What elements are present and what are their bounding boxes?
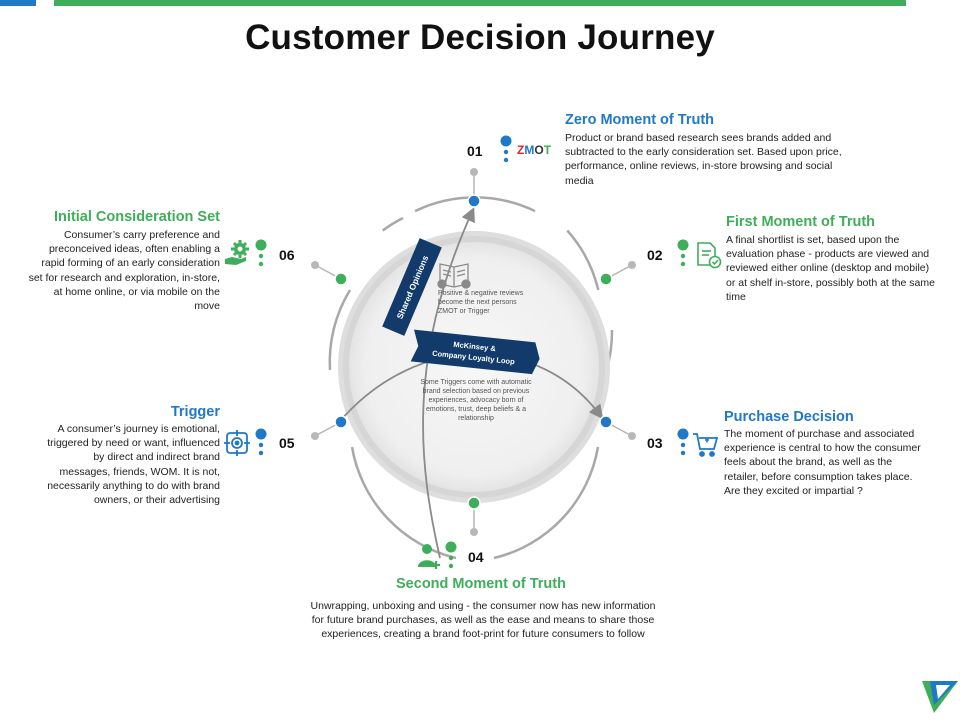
node-01 bbox=[467, 194, 481, 208]
stage-01-number: 01 bbox=[467, 143, 483, 159]
info-marker-icon bbox=[677, 428, 689, 463]
ring-arc-5 bbox=[350, 446, 457, 560]
loyalty-loop-ribbon: McKinsey & Company Loyalty Loop bbox=[410, 329, 540, 375]
stage-02-number: 02 bbox=[647, 247, 663, 263]
stage-01-title: Zero Moment of Truth bbox=[565, 112, 715, 128]
stage-01-desc: Product or brand based research sees bra… bbox=[565, 132, 842, 187]
info-marker-icon bbox=[500, 135, 512, 170]
user-add-icon bbox=[417, 543, 445, 576]
stage-05-title: Trigger bbox=[170, 404, 220, 420]
page-title: Customer Decision Journey bbox=[245, 18, 715, 57]
loop-arrow-up bbox=[422, 207, 475, 559]
triggers-note: Some Triggers come with automatic brand … bbox=[420, 379, 532, 422]
info-marker-icon bbox=[255, 428, 267, 463]
top-accent-bar-blue bbox=[0, 0, 36, 6]
info-marker-icon bbox=[677, 239, 689, 274]
book-reviews-icon bbox=[437, 263, 471, 289]
stage-02-desc: A final shortlist is set, based upon the… bbox=[726, 234, 935, 303]
zmot-logo-icon: ZMOT bbox=[517, 142, 552, 163]
ring-arc-7 bbox=[381, 216, 404, 232]
info-marker-icon bbox=[445, 541, 457, 576]
reviews-note: Positive & negative reviews become the n… bbox=[438, 290, 524, 315]
outer-dots bbox=[311, 168, 636, 536]
top-accent-bar-green bbox=[54, 0, 906, 6]
stage-04-title: Second Moment of Truth bbox=[396, 576, 566, 592]
info-marker-icon bbox=[255, 239, 267, 274]
node-02 bbox=[599, 272, 613, 286]
stage-03-number: 03 bbox=[647, 435, 663, 451]
node-05 bbox=[334, 415, 348, 429]
stage-06-title: Initial Consideration Set bbox=[54, 209, 220, 225]
svg-text:ZMOT: ZMOT bbox=[517, 143, 551, 157]
stage-05-number: 05 bbox=[279, 435, 295, 451]
ring-arc-2 bbox=[566, 229, 600, 291]
stage-02-title: First Moment of Truth bbox=[726, 214, 876, 230]
node-04 bbox=[467, 496, 481, 510]
stage-03-desc: The moment of purchase and associated ex… bbox=[724, 428, 921, 497]
target-icon bbox=[224, 430, 250, 461]
stage-04-desc: Unwrapping, unboxing and using - the con… bbox=[310, 600, 656, 641]
stage-04-number: 04 bbox=[468, 549, 484, 565]
ring-arc-4 bbox=[493, 446, 600, 560]
gear-hand-icon bbox=[224, 240, 252, 271]
stage-03-title: Purchase Decision bbox=[724, 409, 854, 425]
ring-arc-6 bbox=[328, 289, 352, 371]
shopping-cart-icon bbox=[692, 431, 720, 464]
stage-06-desc: Consumer’s carry preference and preconce… bbox=[28, 229, 220, 313]
stage-nodes bbox=[334, 194, 613, 510]
node-03 bbox=[599, 415, 613, 429]
document-check-icon bbox=[695, 241, 723, 274]
stage-06-number: 06 bbox=[279, 247, 295, 263]
corner-logo-icon bbox=[920, 679, 960, 720]
loyalty-loop-label-line1: McKinsey & bbox=[453, 340, 497, 353]
node-06 bbox=[334, 272, 348, 286]
stage-05-desc: A consumer’s journey is emotional, trigg… bbox=[47, 423, 220, 507]
